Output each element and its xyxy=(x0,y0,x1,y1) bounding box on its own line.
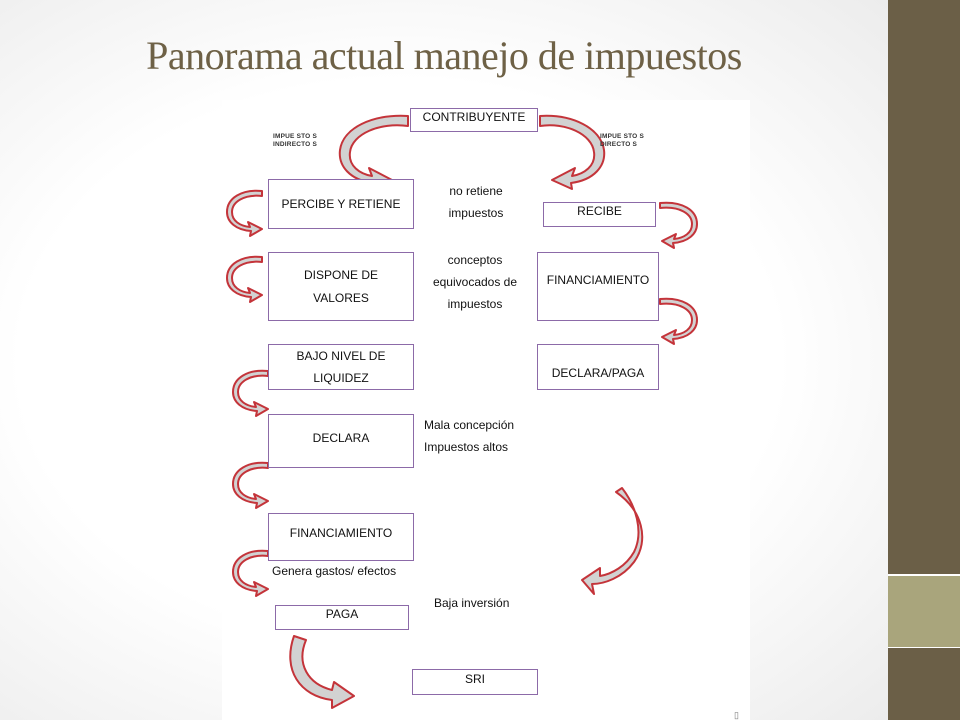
label-impuestos-indirectos-line2: INDIRECTO S xyxy=(273,141,317,149)
slide-title: Panorama actual manejo de impuestos xyxy=(146,33,742,78)
box-dispone-valores: DISPONE DE VALORES xyxy=(268,252,414,321)
label-impuestos-indirectos-line1: IMPUE STO S xyxy=(273,133,317,140)
sidebar-dark-top xyxy=(888,0,960,576)
box-dispone-line1: DISPONE DE xyxy=(303,267,378,282)
sidebar-light-block xyxy=(888,576,960,648)
box-paga: PAGA xyxy=(275,605,409,630)
curved-arrow-icon xyxy=(659,297,698,345)
label-impuestos-directos: IMPUE STO S DIRECTO S xyxy=(600,133,644,149)
curved-arrow-icon xyxy=(232,549,269,597)
curved-arrow-icon xyxy=(232,369,269,417)
label-conceptos: conceptos equivocados de impuestos xyxy=(420,249,530,316)
box-dispone-line2: VALORES xyxy=(313,290,369,305)
label-impuestos-directos-line1: IMPUE STO S xyxy=(600,133,644,140)
box-financiamiento-right: FINANCIAMIENTO xyxy=(537,252,659,321)
box-bajo-nivel-line1: BAJO NIVEL DE xyxy=(296,349,386,363)
box-bajo-nivel-liquidez: BAJO NIVEL DE LIQUIDEZ xyxy=(268,344,414,390)
curved-arrow-icon xyxy=(539,114,606,190)
curved-arrow-icon xyxy=(289,635,355,709)
box-recibe: RECIBE xyxy=(543,202,656,227)
box-recibe-label: RECIBE xyxy=(577,204,622,218)
box-declara: DECLARA xyxy=(268,414,414,468)
label-impuestos-indirectos: IMPUE STO S INDIRECTO S xyxy=(273,133,317,149)
box-paga-label: PAGA xyxy=(325,607,359,621)
curved-arrow-icon xyxy=(232,461,269,509)
box-declara-paga: DECLARA/PAGA xyxy=(537,344,659,390)
label-no-retiene-line2: impuestos xyxy=(448,206,504,221)
label-conceptos-line2: equivocados de xyxy=(432,275,518,290)
corner-mark: ▯ xyxy=(734,710,739,720)
box-financiamiento-left: FINANCIAMIENTO xyxy=(268,513,414,561)
curved-arrow-icon xyxy=(659,201,698,249)
box-percibe-retiene: PERCIBE Y RETIENE xyxy=(268,179,414,229)
box-percibe-retiene-label: PERCIBE Y RETIENE xyxy=(281,196,401,211)
box-financiamiento-left-label: FINANCIAMIENTO xyxy=(289,526,393,540)
box-contribuyente-label: CONTRIBUYENTE xyxy=(422,110,526,124)
label-conceptos-line1: conceptos xyxy=(447,253,503,267)
box-declara-label: DECLARA xyxy=(312,431,370,445)
curved-arrow-icon xyxy=(226,255,263,303)
box-sri-label: SRI xyxy=(464,672,485,686)
label-no-retiene: no retiene impuestos xyxy=(436,180,516,224)
label-genera-gastos: Genera gastos/ efectos xyxy=(272,564,397,578)
box-declara-paga-label: DECLARA/PAGA xyxy=(551,366,645,381)
box-contribuyente: CONTRIBUYENTE xyxy=(410,108,538,132)
box-bajo-nivel-line2: LIQUIDEZ xyxy=(313,371,369,385)
label-impuestos-directos-line2: DIRECTO S xyxy=(600,141,638,149)
curved-arrow-icon xyxy=(581,487,644,595)
label-conceptos-line3: impuestos xyxy=(447,297,503,312)
label-baja-inversion: Baja inversión xyxy=(434,596,510,610)
label-mala-concepcion: Mala concepción Impuestos altos xyxy=(424,414,514,458)
box-financiamiento-right-label: FINANCIAMIENTO xyxy=(546,273,650,287)
label-mala-line2: Impuestos altos xyxy=(424,440,509,455)
sidebar-separator xyxy=(888,574,960,577)
label-no-retiene-line1: no retiene xyxy=(449,184,503,198)
box-sri: SRI xyxy=(412,669,538,695)
curved-arrow-icon xyxy=(226,189,263,237)
label-mala-line1: Mala concepción xyxy=(424,418,515,432)
sidebar-dark-bottom xyxy=(888,648,960,720)
